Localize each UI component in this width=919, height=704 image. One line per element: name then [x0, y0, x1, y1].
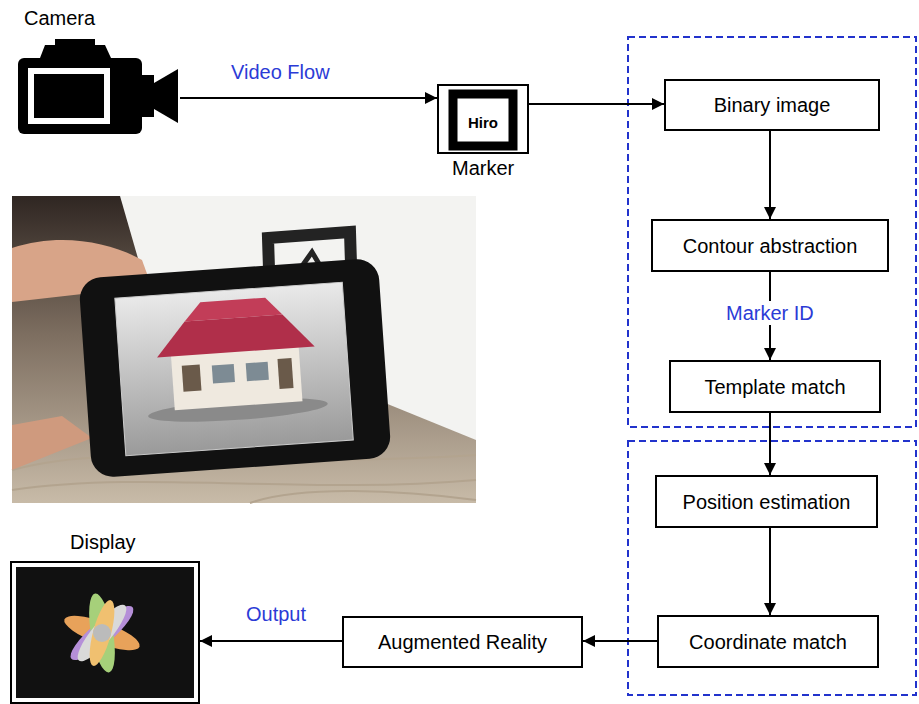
node-caption: Marker — [452, 156, 514, 180]
edge-label: Output — [243, 602, 309, 626]
ar-photo — [12, 196, 476, 503]
process-box: Contour abstraction — [651, 219, 889, 272]
flow-arrow — [180, 97, 437, 99]
process-box: Template match — [669, 360, 881, 413]
flow-arrow — [583, 640, 657, 642]
marker-pattern: HiroMarker — [437, 84, 529, 180]
process-box: Binary image — [664, 79, 880, 131]
box-label: Coordinate match — [689, 630, 847, 654]
process-box: Augmented Reality — [342, 616, 583, 668]
box-label: Template match — [704, 375, 845, 399]
node-heading: Display — [70, 530, 136, 554]
flow-arrow — [769, 413, 771, 475]
process-box: Position estimation — [655, 475, 878, 528]
stage-group-outline — [628, 37, 916, 427]
edge-label: Marker ID — [723, 301, 817, 325]
stage-group-outline — [628, 441, 916, 695]
flow-arrow — [200, 640, 342, 642]
flow-arrow — [769, 528, 771, 615]
flow-arrow — [529, 103, 664, 105]
flow-arrow — [769, 131, 771, 219]
node-heading: Hiro — [468, 114, 498, 132]
box-label: Position estimation — [683, 490, 851, 514]
box-label: Contour abstraction — [683, 234, 858, 258]
display-screen-art — [10, 528, 200, 704]
box-label: Binary image — [714, 93, 831, 117]
process-box: Coordinate match — [657, 615, 879, 668]
camera-icon: Camera — [15, 5, 180, 135]
display-screen: Display — [10, 528, 200, 704]
box-label: Augmented Reality — [378, 630, 547, 654]
node-heading: Camera — [24, 6, 95, 30]
edge-label: Video Flow — [228, 60, 333, 84]
